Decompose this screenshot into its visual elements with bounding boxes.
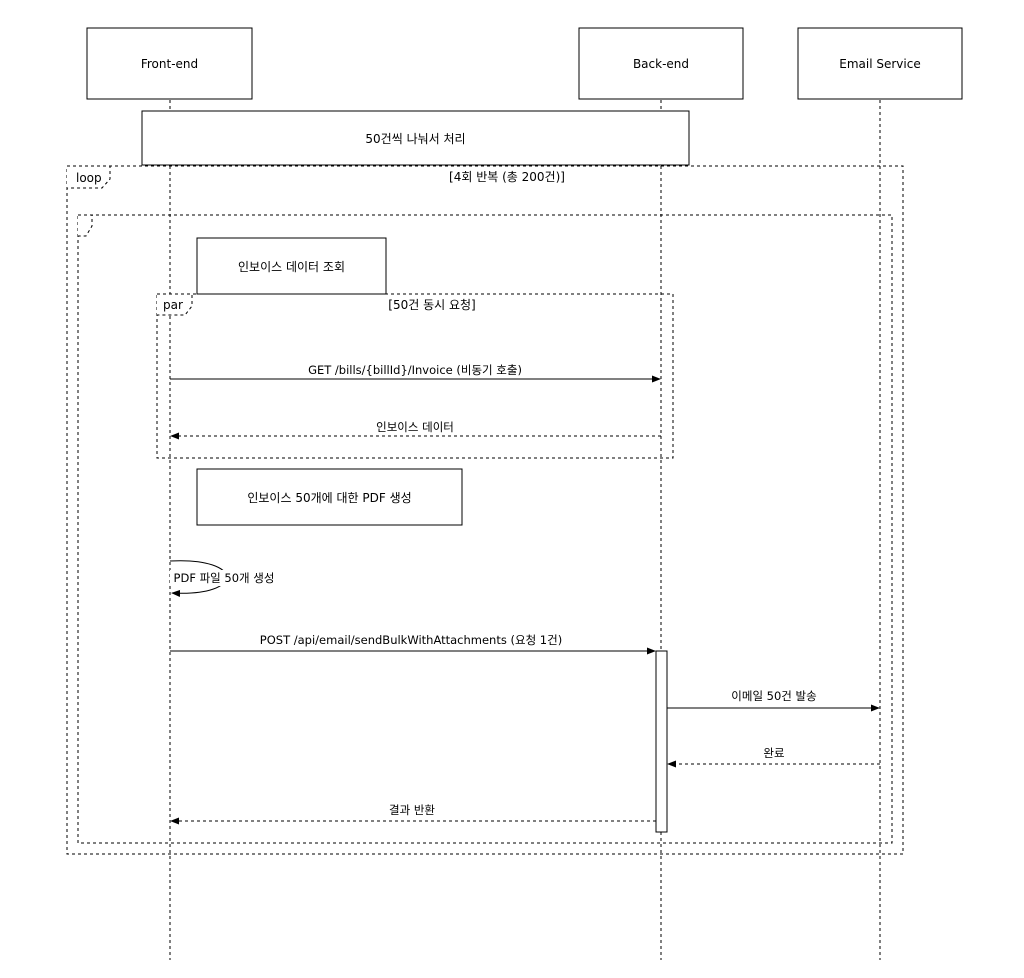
fragment-par-tab [157, 293, 193, 316]
message-done[interactable]: 완료 [667, 746, 880, 768]
participant-frontend[interactable]: Front-end [86, 27, 253, 100]
message-return-result-label: 결과 반환 [389, 803, 435, 817]
note-split[interactable]: 50건씩 나눠서 처리 [141, 110, 690, 166]
fragment-loop-condition: [4회 반복 (총 200건)] [449, 170, 565, 184]
message-done-label: 완료 [763, 746, 784, 760]
message-invoice-data[interactable]: 인보이스 데이터 [170, 420, 661, 440]
message-return-result[interactable]: 결과 반환 [170, 803, 656, 825]
message-self-pdf[interactable]: PDF 파일 50개 생성 [169, 560, 280, 598]
participant-frontend-label: Front-end [141, 57, 198, 71]
message-send-email-label: 이메일 50건 발송 [731, 689, 816, 703]
message-post-bulk-label: POST /api/email/sendBulkWithAttachments … [260, 633, 562, 647]
note-fetch-invoice[interactable]: 인보이스 데이터 조회 [196, 237, 387, 295]
note-fetch-invoice-label: 인보이스 데이터 조회 [238, 260, 345, 274]
message-invoice-data-label: 인보이스 데이터 [376, 420, 454, 434]
fragment-par-condition: [50건 동시 요청] [388, 298, 475, 312]
participant-email-label: Email Service [839, 57, 920, 71]
fragment-par-keyword: par [163, 298, 183, 312]
message-get-invoice[interactable]: GET /bills/{billId}/Invoice (비동기 호출) [170, 363, 661, 383]
message-send-email[interactable]: 이메일 50건 발송 [667, 689, 880, 712]
fragment-inner[interactable] [77, 214, 893, 844]
fragment-loop[interactable]: loop [4회 반복 (총 200건)] [66, 165, 904, 855]
fragment-loop-keyword: loop [76, 171, 102, 185]
message-self-pdf-label: PDF 파일 50개 생성 [174, 571, 275, 585]
participant-email[interactable]: Email Service [797, 27, 963, 100]
participant-backend[interactable]: Back-end [578, 27, 744, 100]
note-pdf-generate-label: 인보이스 50개에 대한 PDF 생성 [247, 491, 411, 505]
fragment-loop-tab [67, 165, 111, 189]
participant-backend-label: Back-end [633, 57, 689, 71]
note-split-label: 50건씩 나눠서 처리 [365, 132, 465, 146]
activation-backend [655, 650, 668, 833]
note-pdf-generate[interactable]: 인보이스 50개에 대한 PDF 생성 [196, 468, 463, 526]
message-post-bulk[interactable]: POST /api/email/sendBulkWithAttachments … [170, 633, 656, 655]
fragment-par[interactable]: par [50건 동시 요청] [156, 293, 674, 459]
message-get-invoice-label: GET /bills/{billId}/Invoice (비동기 호출) [308, 363, 522, 377]
fragment-inner-tab [78, 214, 93, 237]
